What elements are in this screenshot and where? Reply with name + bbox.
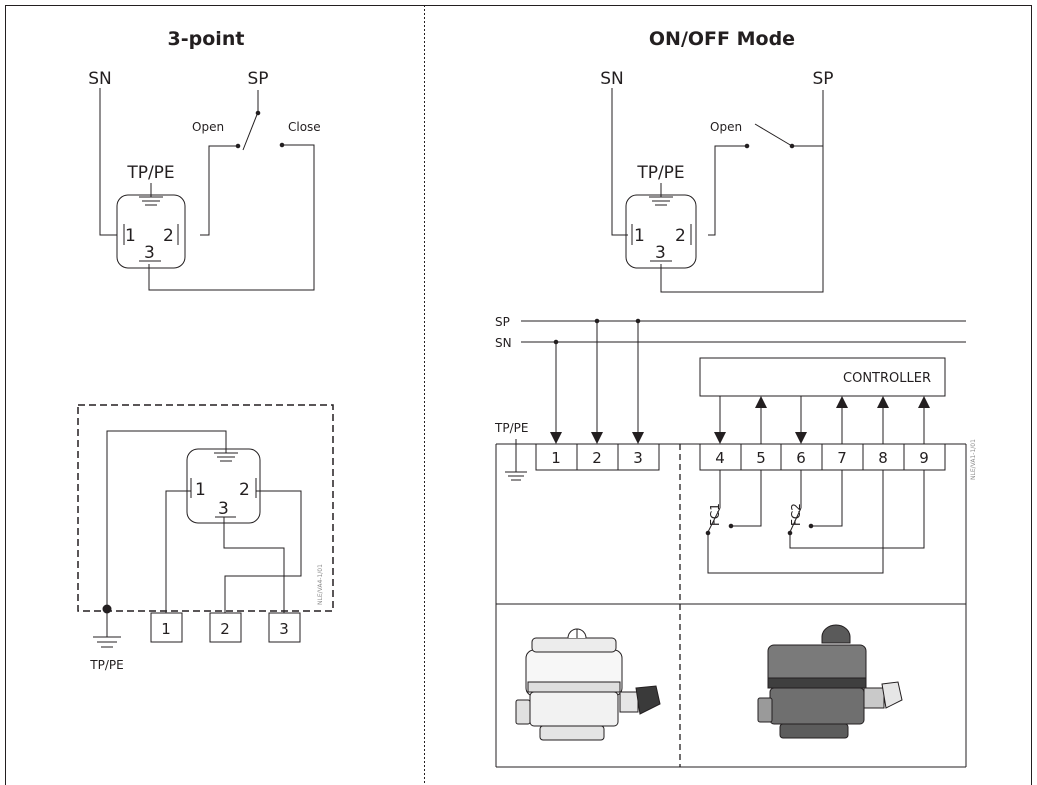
right-sp-label: SP [812, 69, 833, 89]
left-pin-2: 2 [163, 226, 174, 246]
right-pin-3: 3 [655, 243, 666, 263]
left-drawing-code: NLE/VA4-1/01 [317, 564, 324, 605]
left-sn-label: SN [88, 69, 112, 89]
terminal-7: 7 [837, 449, 847, 467]
terminal-5: 5 [756, 449, 766, 467]
terminal-2: 2 [592, 449, 602, 467]
right-tppe-label: TP/PE [636, 163, 684, 183]
left-close-label: Close [288, 120, 321, 134]
controller-label: CONTROLLER [843, 371, 931, 386]
left-title: 3-point [168, 28, 245, 50]
left-terminal-1: 1 [161, 620, 171, 638]
left-ground-label: TP/PE [89, 658, 123, 672]
box-pin-1: 1 [195, 480, 206, 500]
three-point-wiring-box [77, 404, 334, 648]
bus-sn-label: SN [495, 336, 512, 350]
right-pin-2: 2 [675, 226, 686, 246]
right-sn-label: SN [600, 69, 624, 89]
onoff-schematic [611, 88, 824, 293]
terminal-3: 3 [633, 449, 643, 467]
right-ground-label: TP/PE [494, 421, 528, 435]
terminal-4: 4 [715, 449, 725, 467]
terminal-6: 6 [796, 449, 806, 467]
left-pin-1: 1 [125, 226, 136, 246]
controller-box [699, 357, 946, 397]
box-pin-2: 2 [239, 480, 250, 500]
box-pin-3: 3 [218, 499, 229, 519]
right-open-label: Open [710, 120, 742, 134]
left-tppe-label: TP/PE [126, 163, 174, 183]
right-drawing-code: NLE/VA1-1/01 [970, 439, 977, 480]
right-pin-1: 1 [634, 226, 645, 246]
terminal-9: 9 [919, 449, 929, 467]
signal-arrows [550, 396, 930, 444]
fc1-label: FC1 [708, 503, 722, 526]
terminal-8: 8 [878, 449, 888, 467]
left-terminal-3: 3 [279, 620, 289, 638]
right-title: ON/OFF Mode [649, 28, 795, 50]
left-terminal-2: 2 [220, 620, 230, 638]
actuator-light-image [515, 628, 661, 741]
left-sp-label: SP [247, 69, 268, 89]
terminal-1: 1 [551, 449, 561, 467]
left-open-label: Open [192, 120, 224, 134]
page-frame [5, 5, 1032, 785]
fc2-label: FC2 [789, 503, 803, 526]
bus-sp-label: SP [495, 315, 510, 329]
onoff-wiring [495, 318, 967, 768]
left-pin-3: 3 [144, 243, 155, 263]
actuator-dark-image [757, 624, 903, 739]
three-point-schematic [99, 88, 315, 291]
